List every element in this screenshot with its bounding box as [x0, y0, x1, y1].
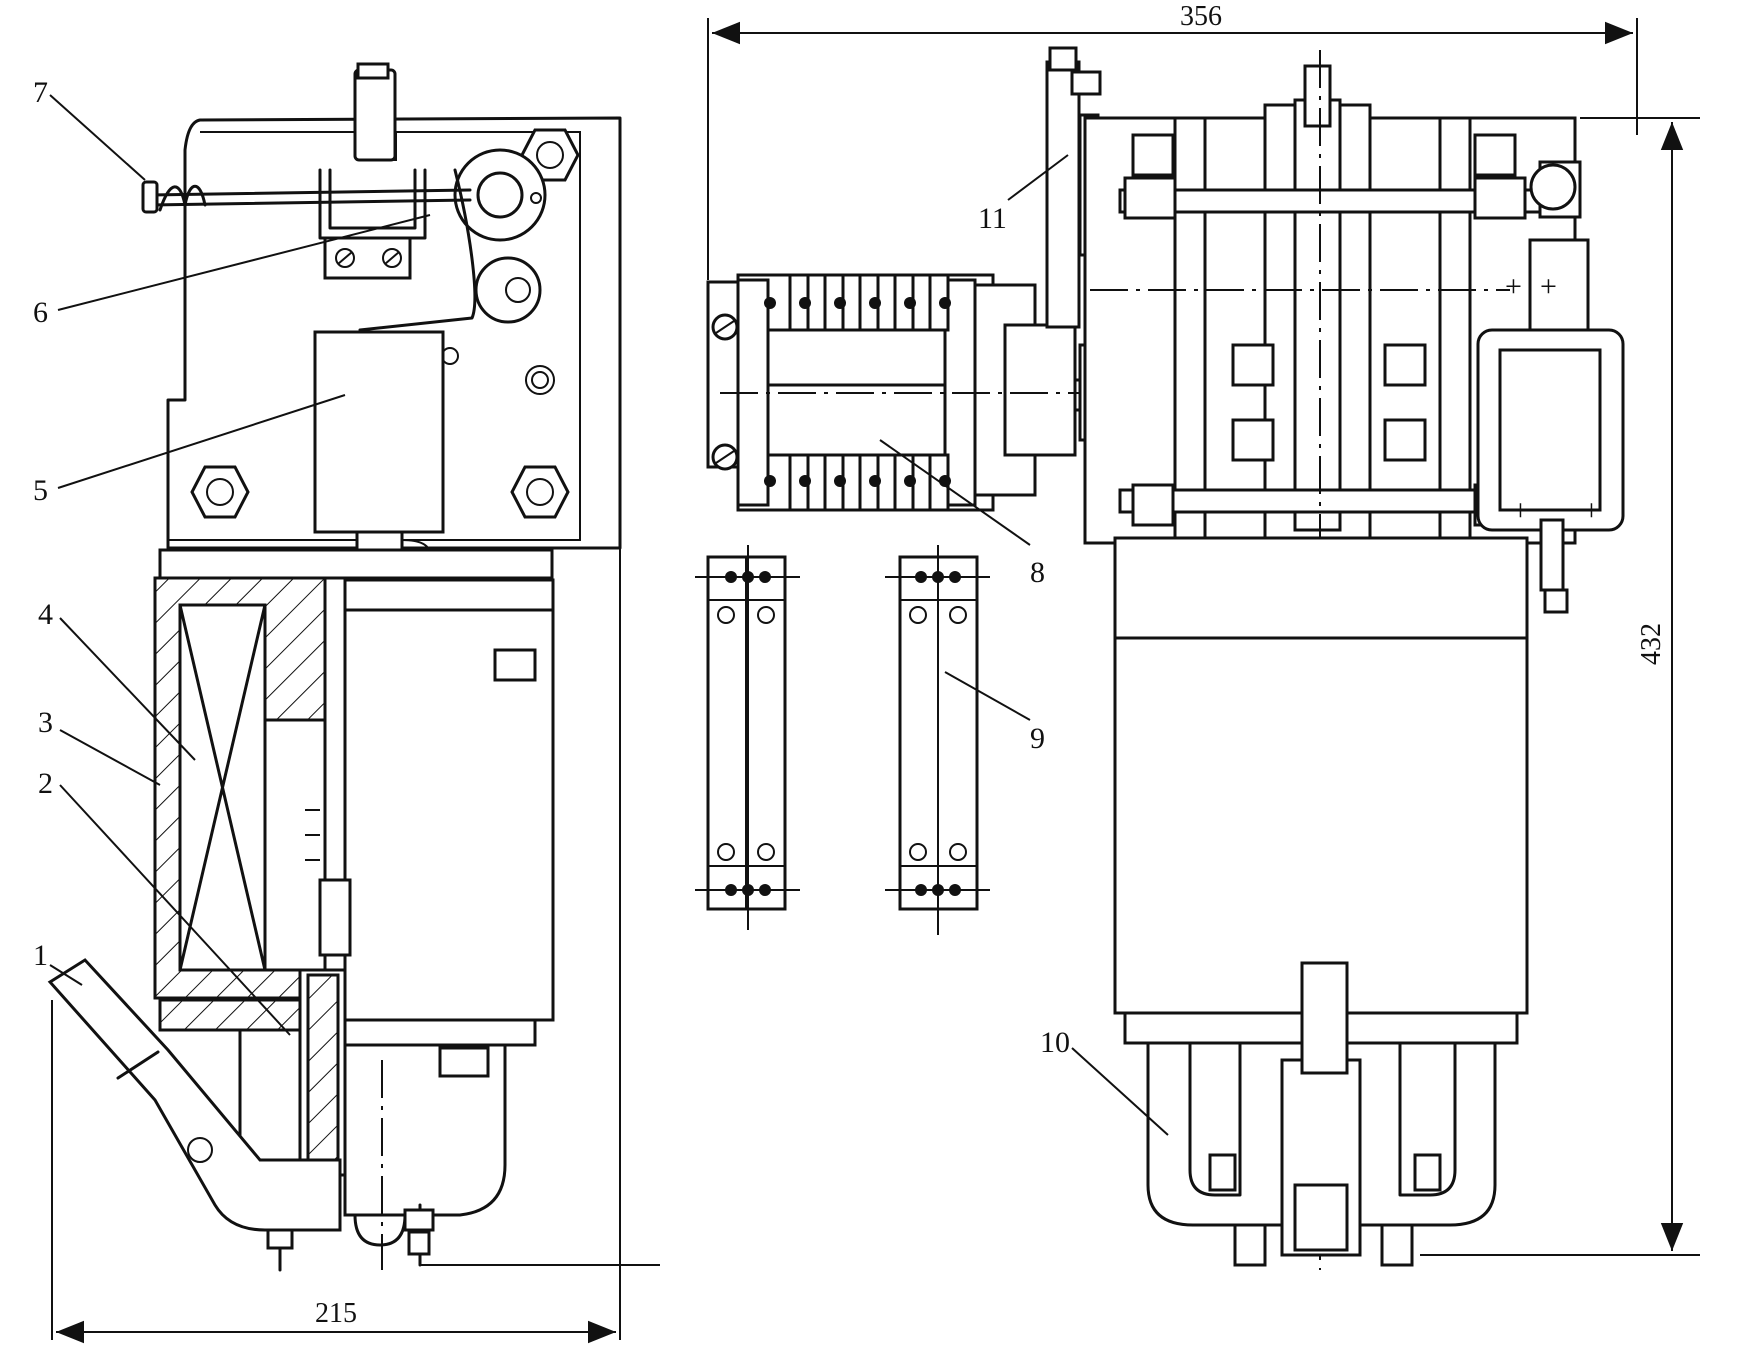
callout-6-label: 6 — [33, 296, 48, 329]
svg-text:+: + — [1540, 270, 1557, 303]
hex-nut — [510, 465, 570, 519]
callout-9: 9 — [944, 671, 1045, 755]
svg-text:+: + — [1583, 494, 1600, 527]
resistor-block — [885, 545, 990, 935]
callout-1-label: 1 — [33, 939, 48, 972]
dimension-215: 215 — [315, 1298, 357, 1329]
callout-8: 8 — [879, 439, 1045, 589]
callout-8-label: 8 — [1030, 556, 1045, 589]
terminal-row-top — [764, 273, 951, 332]
callout-6: 6 — [33, 214, 431, 329]
callout-3-label: 3 — [38, 706, 53, 739]
callout-7-label: 7 — [33, 76, 48, 109]
svg-text:+: + — [1512, 494, 1529, 527]
callout-5-label: 5 — [33, 474, 48, 507]
front-view: + + + + — [695, 18, 1700, 1270]
callout-11-label: 11 — [978, 202, 1007, 235]
callout-2: 2 — [38, 767, 291, 1036]
callout-2-label: 2 — [38, 767, 53, 800]
callout-1: 1 — [33, 939, 83, 986]
hex-nut — [190, 465, 250, 519]
callout-5: 5 — [33, 394, 346, 507]
resistor-block — [695, 545, 800, 930]
callout-10-label: 10 — [1040, 1026, 1070, 1059]
callout-10: 10 — [1040, 1026, 1169, 1136]
dimension-356: 356 — [1180, 1, 1222, 32]
terminal-row-bottom — [764, 453, 951, 512]
callout-3: 3 — [38, 706, 161, 786]
svg-text:+: + — [1505, 270, 1522, 303]
side-view — [47, 62, 660, 1344]
callout-11: 11 — [978, 154, 1069, 235]
callout-9-label: 9 — [1030, 722, 1045, 755]
callout-4: 4 — [38, 598, 196, 761]
dimension-432: 432 — [1636, 623, 1667, 665]
callout-4-label: 4 — [38, 598, 53, 631]
callout-7: 7 — [33, 76, 146, 181]
